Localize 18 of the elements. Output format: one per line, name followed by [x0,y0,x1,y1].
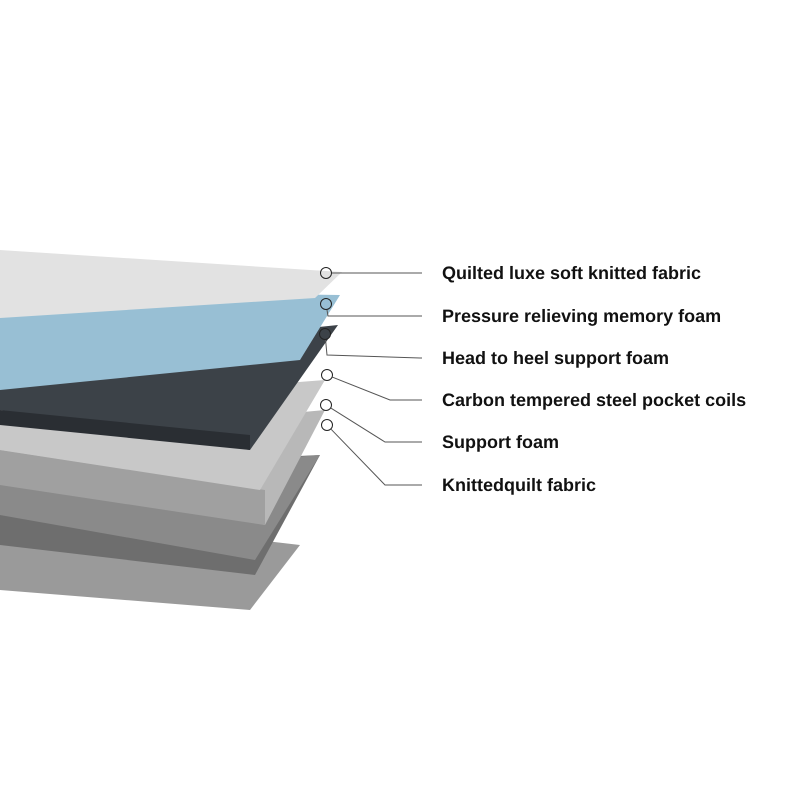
leader-line [330,408,422,442]
marker-circle [320,298,332,310]
marker-circle [319,328,331,340]
layer-label: Knittedquilt fabric [442,474,596,496]
leader-line [332,376,422,400]
layer-label: Head to heel support foam [442,347,670,369]
leader-line [332,272,422,274]
leader-line [325,339,422,358]
layer-label: Pressure relieving memory foam [442,305,722,327]
leader-line [326,309,422,316]
marker-circle [320,267,332,279]
layer-label: Carbon tempered steel pocket coils [442,389,746,411]
layer-label: Quilted luxe soft knitted fabric [442,262,702,284]
marker-circle [320,399,332,411]
leader-line [330,428,422,486]
marker-circle [321,369,333,381]
layer-label: Support foam [442,431,559,453]
marker-circle [321,419,333,431]
